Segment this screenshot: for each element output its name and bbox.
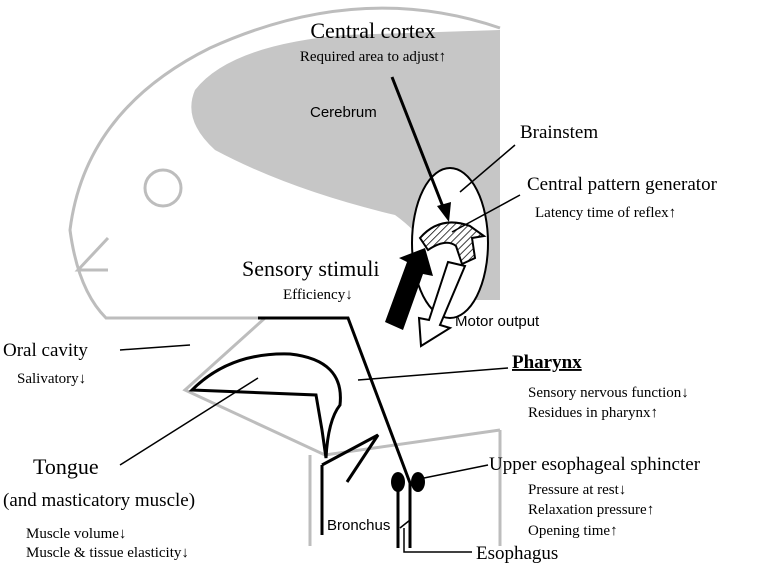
ues-note-3: Opening time↑ — [528, 523, 618, 539]
tongue-note-2: Muscle & tissue elasticity↓ — [26, 545, 189, 561]
ues-note-1: Pressure at rest↓ — [528, 482, 626, 498]
central-cortex-note: Required area to adjust↑ — [300, 49, 446, 65]
pharynx-leader — [357, 367, 509, 381]
cpg-symbol — [418, 221, 487, 266]
cerebrum-label: Cerebrum — [310, 104, 377, 121]
tongue-shape — [188, 352, 342, 459]
ues-left-oval — [391, 472, 405, 492]
nose-outline — [74, 236, 110, 272]
cpg-label: Central pattern generator — [527, 174, 718, 195]
oral-note: Salivatory↓ — [17, 371, 86, 387]
cpg-leader — [451, 194, 521, 233]
head-outline — [68, 6, 501, 457]
pharynx-label: Pharynx — [512, 352, 582, 373]
ues-right-oval — [411, 472, 425, 492]
brainstem-leader — [459, 144, 516, 193]
epiglottis — [321, 433, 380, 483]
oral-cavity-label: Oral cavity — [3, 340, 88, 361]
pharynx-note-2: Residues in pharynx↑ — [528, 405, 658, 421]
pharynx-note-1: Sensory nervous function↓ — [528, 385, 689, 401]
eye-outline — [143, 168, 183, 208]
sensory-stimuli-label: Sensory stimuli — [242, 256, 380, 281]
bronchus-leader — [399, 519, 411, 529]
brainstem-label: Brainstem — [520, 122, 598, 143]
tongue-leader — [119, 377, 259, 466]
sensory-arrow — [385, 248, 433, 330]
ues-label: Upper esophageal sphincter — [489, 454, 701, 475]
esophagus-leader — [403, 528, 472, 553]
central-cortex-label: Central cortex — [310, 18, 435, 43]
motor-arrow — [417, 260, 467, 348]
ues-leader — [423, 464, 489, 479]
cortex-arrow — [390, 76, 447, 213]
motor-output-label: Motor output — [455, 313, 540, 330]
tongue-note-1: Muscle volume↓ — [26, 526, 126, 542]
cortex-arrowhead — [437, 202, 451, 222]
esophagus-label: Esophagus — [476, 543, 558, 564]
oral-leader — [119, 344, 191, 351]
pharynx-wall — [258, 316, 412, 548]
tongue-label: Tongue — [33, 454, 99, 479]
sensory-note: Efficiency↓ — [283, 287, 353, 303]
bronchus-label: Bronchus — [327, 517, 390, 534]
cpg-note: Latency time of reflex↑ — [535, 205, 676, 221]
tongue-sub: (and masticatory muscle) — [3, 490, 195, 511]
ues-note-2: Relaxation pressure↑ — [528, 502, 654, 518]
